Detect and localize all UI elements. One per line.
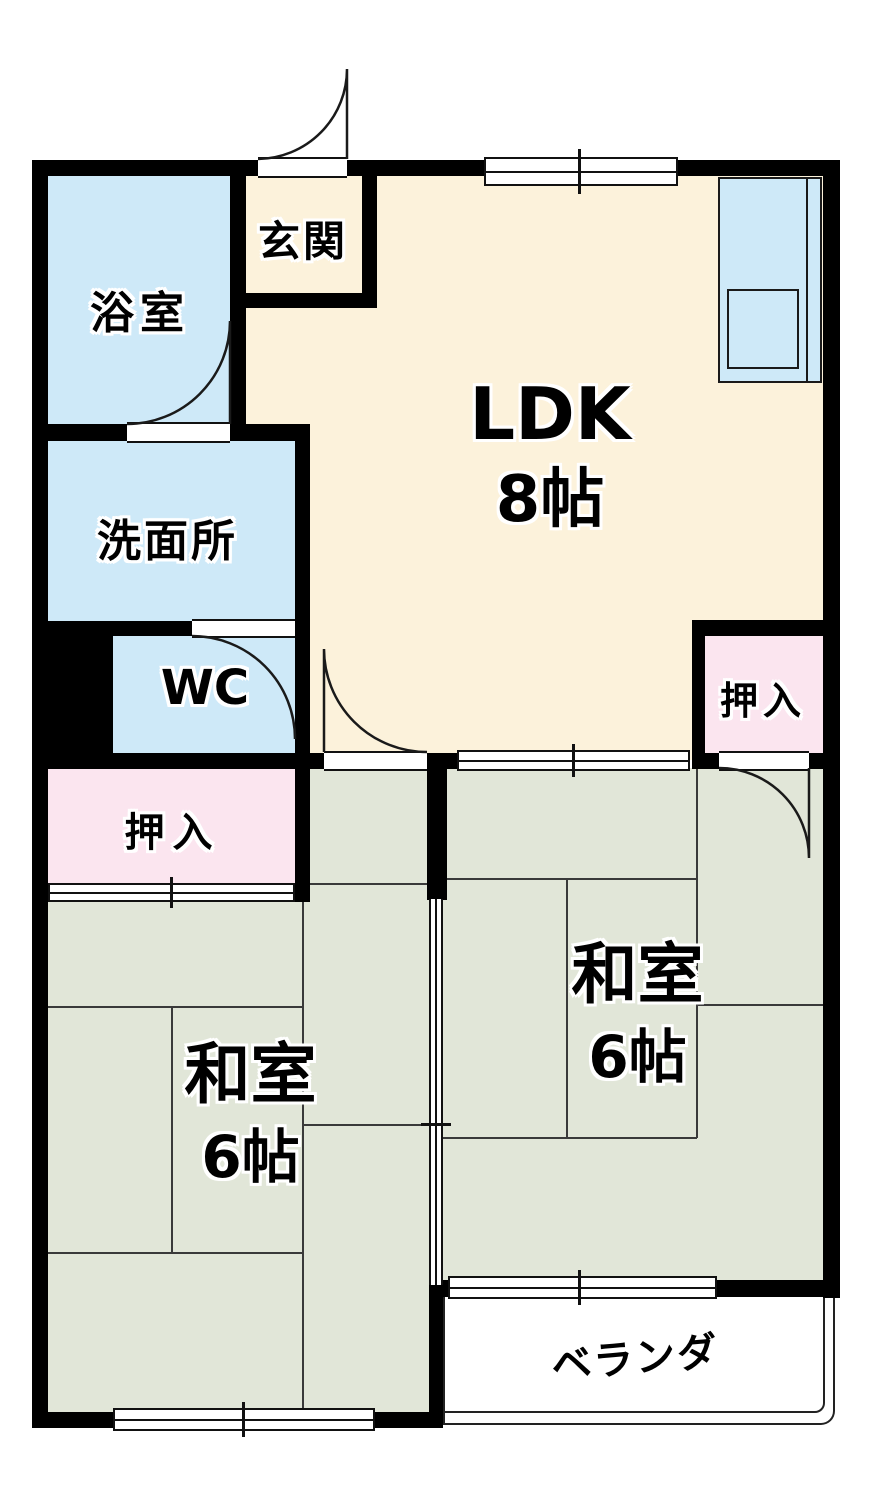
label-toilet: WC: [160, 660, 250, 716]
kitchen-sink: [727, 289, 799, 369]
toilet-door-arc: [191, 634, 297, 740]
room-washitsu-left-floor: [48, 884, 430, 1412]
label-genkan: 玄関: [257, 217, 348, 266]
label-closet-left: 押入: [124, 810, 221, 856]
wall-genkan-bottom: [245, 293, 377, 308]
tatami-line: [697, 1004, 823, 1006]
washitsu-left-door-opening: [324, 751, 427, 771]
closet-right-floor: [705, 635, 823, 753]
label-washitsu-left: 和室: [184, 1036, 317, 1113]
tatami-line: [48, 1006, 303, 1008]
label-washitsu-right: 和室: [571, 936, 704, 1013]
wall-vestibule-right: [427, 753, 447, 900]
tatami-line: [696, 768, 698, 1138]
label-washitsu-right-size: 6帖: [588, 1023, 687, 1091]
room-bathroom-floor: [48, 175, 230, 425]
wall-left: [32, 160, 48, 1428]
entrance-door-opening: [258, 157, 347, 178]
entrance-door-arc: [257, 68, 349, 161]
ldk-washitsu-sliding-tick: [572, 744, 575, 777]
wall-closet-right-left: [692, 620, 705, 769]
tatami-line: [171, 1007, 173, 1253]
toilet-door-opening: [192, 619, 295, 638]
room-washroom-floor: [48, 440, 297, 622]
wall-washroom-right: [295, 424, 310, 902]
label-washroom: 洗面所: [97, 516, 238, 567]
wall-shaft-block: [48, 621, 113, 768]
label-washitsu-left-size: 6帖: [201, 1123, 300, 1191]
washitsu-partition-tick: [421, 1123, 451, 1126]
tatami-line: [310, 883, 430, 885]
label-ldk-block: LDK 8帖: [415, 370, 685, 542]
wall-toilet-bottom: [48, 753, 310, 769]
closet-right-door-arc: [718, 766, 811, 859]
tatami-line: [48, 1252, 303, 1254]
tatami-line: [443, 878, 697, 880]
tatami-line: [443, 1137, 697, 1139]
label-washitsu-right-block: 和室 6帖: [505, 933, 770, 1097]
wall-genkan-right: [362, 175, 377, 308]
washitsu-left-door-arc: [322, 648, 428, 754]
veranda-inner-line: [443, 1297, 825, 1413]
tatami-line: [302, 884, 304, 1412]
kitchen-counter: [718, 177, 822, 383]
wall-partition-bottom: [429, 1285, 443, 1428]
bathroom-door-arc: [126, 320, 232, 426]
label-closet-right: 押入: [719, 679, 806, 723]
label-bathroom: 浴室: [90, 288, 190, 339]
ldk-window: [484, 157, 678, 186]
veranda-window: [448, 1276, 717, 1299]
label-ldk-size: 8帖: [495, 463, 605, 537]
wall-closet-right-top: [692, 620, 823, 636]
ldk-window-tick: [578, 149, 581, 194]
bathroom-door-opening: [127, 422, 230, 443]
tatami-line: [303, 1124, 430, 1126]
closet-left-floor: [48, 768, 295, 884]
wall-ldk-bottom-stub: [441, 753, 458, 769]
washitsu-left-vestibule-floor: [310, 768, 430, 884]
wall-bath-genkan: [230, 175, 246, 427]
wall-right: [823, 160, 840, 1298]
label-washitsu-left-block: 和室 6帖: [118, 1033, 383, 1197]
closet-left-sliding-tick: [170, 877, 173, 908]
kitchen-counter-divider: [806, 179, 808, 381]
veranda-outline: [443, 1297, 835, 1425]
room-washitsu-right-floor: [442, 768, 823, 1280]
room-toilet-floor: [113, 635, 295, 753]
closet-right-door-opening: [719, 751, 809, 771]
tatami-line: [566, 878, 568, 1138]
label-ldk: LDK: [469, 372, 631, 456]
washitsu-partition-sliding-door: [429, 899, 443, 1285]
washitsu-left-window-tick: [242, 1402, 245, 1437]
veranda-window-tick: [578, 1270, 581, 1305]
